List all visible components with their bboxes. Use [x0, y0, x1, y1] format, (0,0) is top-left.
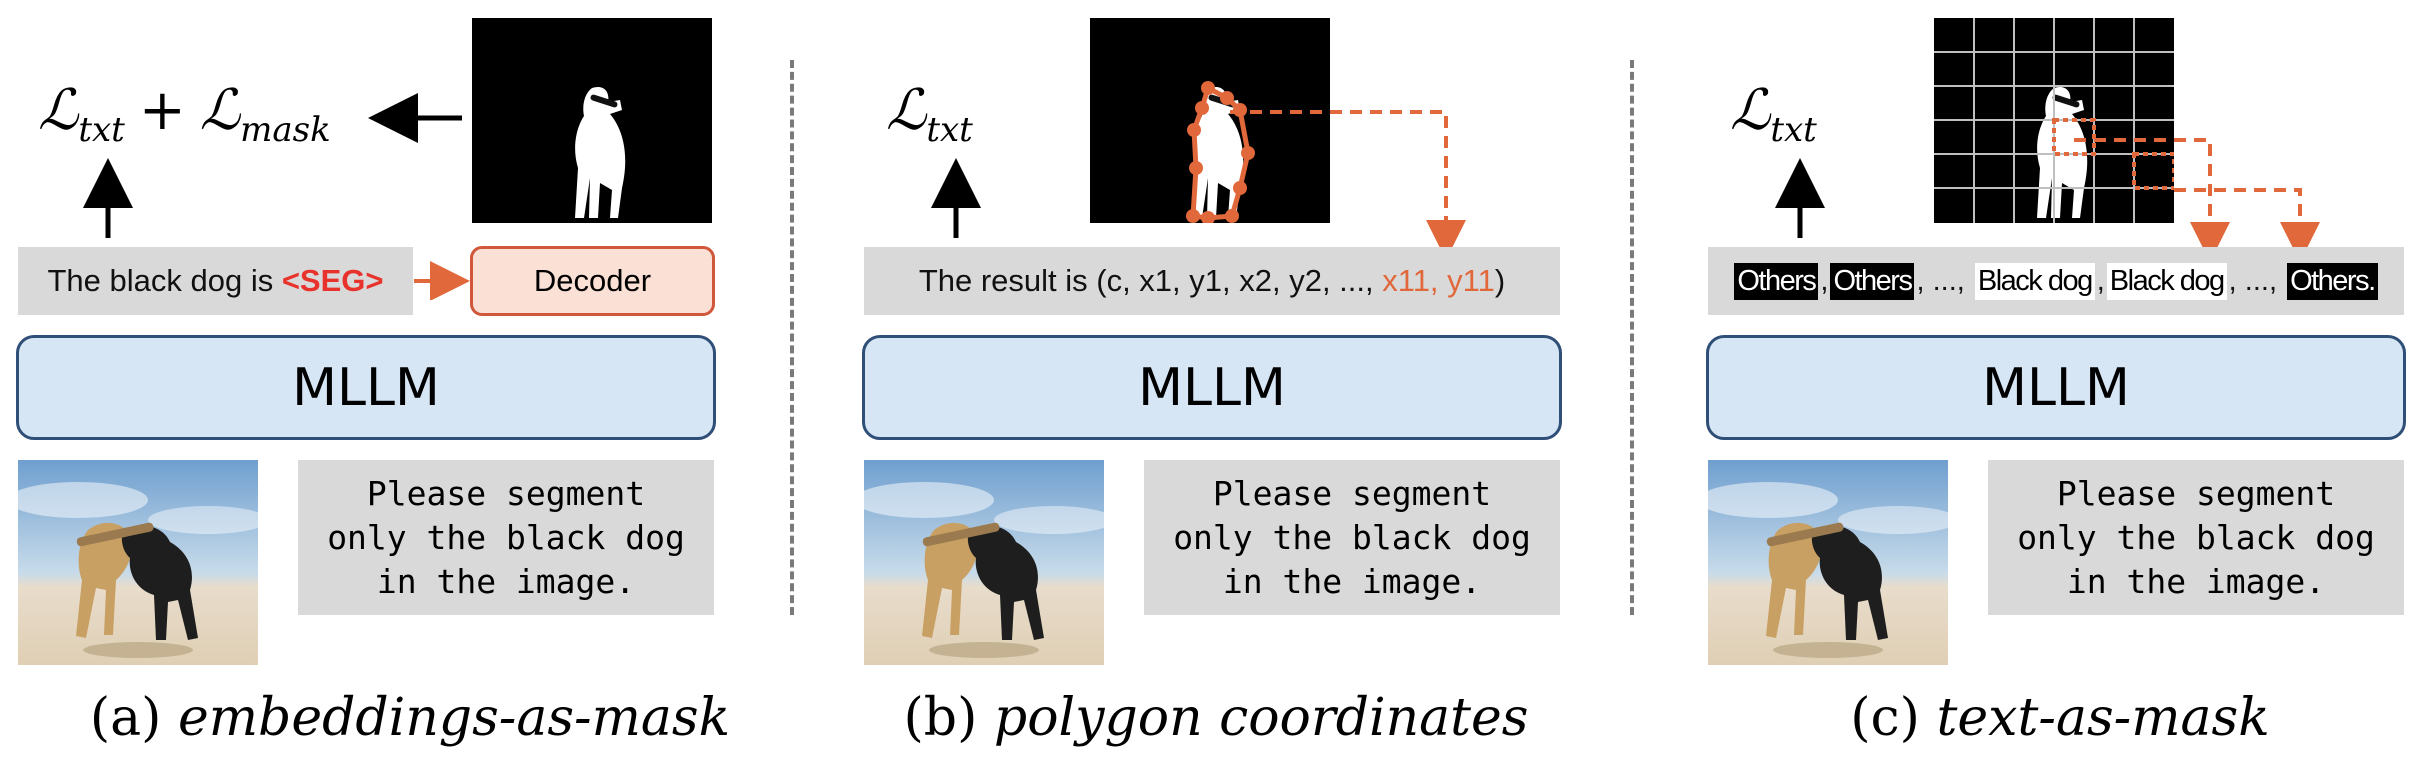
prompt-line: Please segment: [2056, 473, 2336, 513]
dog-photo: [1708, 460, 1948, 665]
caption: (a) embeddings-as-mask: [89, 688, 731, 748]
polygon-mask-image: [1090, 18, 1330, 223]
dog-photo: [18, 460, 258, 665]
arrows: [931, 110, 1466, 260]
prompt-line: only the black dog: [327, 517, 685, 557]
token-black-dog: Black dog: [2106, 262, 2227, 300]
prompt-line: only the black dog: [1173, 517, 1531, 557]
prompt-line: in the image.: [376, 561, 636, 601]
divider: [1630, 60, 1634, 615]
arrows: [1775, 138, 2320, 262]
prompt-box: Please segment only the black dog in the…: [1144, 460, 1560, 615]
output-text: The black dog is: [47, 263, 282, 298]
arrow-cell-to-token: [2074, 138, 2230, 262]
dog-photo: [864, 460, 1104, 665]
prompt-line: in the image.: [2066, 561, 2326, 601]
arrow-vertex-to-coords: [1230, 110, 1466, 260]
output-text-box: The black dog is <SEG>: [18, 247, 413, 315]
prompt-line: Please segment: [1212, 473, 1492, 513]
token-black-dog: Black dog: [1974, 262, 2095, 300]
decoder-box: Decoder: [470, 246, 715, 316]
prompt-line: only the black dog: [2017, 517, 2375, 557]
mllm-box: MLLM: [16, 335, 716, 440]
arrows: [83, 93, 470, 300]
mllm-box: MLLM: [1706, 335, 2406, 440]
caption: (b) polygon coordinates: [903, 688, 1529, 748]
seg-token: <SEG>: [281, 263, 384, 298]
prompt-box: Please segment only the black dog in the…: [298, 460, 714, 615]
grid-mask-image: [1934, 18, 2174, 223]
token-others: Others.: [2287, 262, 2378, 300]
output-coords-highlight: x11, y11: [1382, 263, 1495, 298]
mllm-box: MLLM: [862, 335, 1562, 440]
output-token-box: Others,Others, ..., Black dog,Black dog,…: [1708, 247, 2404, 315]
prompt-line: in the image.: [1222, 561, 1482, 601]
loss-formula: ℒtxt: [886, 78, 973, 150]
divider: [790, 60, 794, 615]
panel-text-as-mask: ℒtxt Others,Others, ..., Black dog,Black…: [1690, 0, 2420, 766]
output-text-end: ): [1494, 263, 1506, 298]
prompt-line: Please segment: [366, 473, 646, 513]
loss-formula: ℒtxt+ℒmask: [38, 78, 331, 150]
prompt-box: Please segment only the black dog in the…: [1988, 460, 2404, 615]
panel-polygon-coordinates: ℒtxt The result is (c, x1, y1, x2, y2, .…: [846, 0, 1666, 766]
arrow-cell-to-token: [2174, 188, 2320, 262]
output-text-box: The result is (c, x1, y1, x2, y2, ..., x…: [864, 247, 1560, 315]
panel-embeddings-as-mask: ℒtxt+ℒmask The black dog is <SEG> Decode…: [0, 0, 820, 766]
token-others: Others: [1734, 262, 1819, 300]
caption: (c) text-as-mask: [1850, 688, 2270, 748]
token-others: Others: [1830, 262, 1915, 300]
loss-formula: ℒtxt: [1730, 78, 1817, 150]
output-text: The result is (c, x1, y1, x2, y2, ...,: [918, 263, 1383, 298]
